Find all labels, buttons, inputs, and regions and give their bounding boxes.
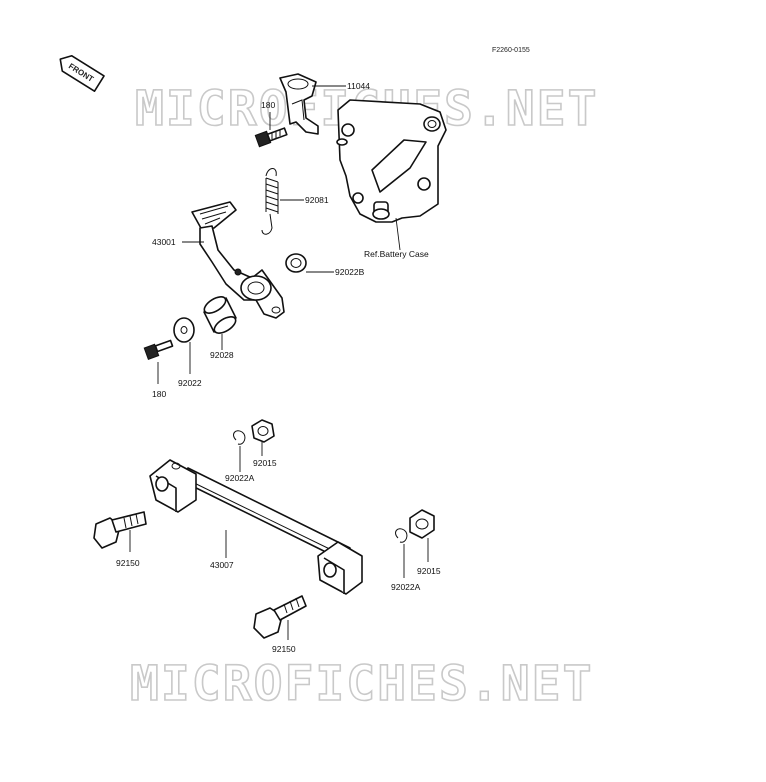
nut-92015-top [251, 419, 275, 443]
bracket-11044 [279, 73, 319, 135]
callout-92015-right: 92015 [417, 566, 441, 576]
callout-92022a-right: 92022A [391, 582, 421, 592]
bolt-180-bottom [143, 339, 174, 360]
watermark-bottom: MICROFICHES.NET [130, 656, 593, 712]
bolt-92150-bottom [253, 595, 307, 639]
callout-92150-bottom: 92150 [272, 644, 296, 654]
callout-180-bottom: 180 [152, 389, 166, 399]
callout-11044: 11044 [347, 81, 370, 91]
callout-92015-top: 92015 [253, 458, 277, 468]
rod-43007 [149, 459, 363, 595]
callout-92022b: 92022B [335, 267, 365, 277]
circlip-92022a-top [233, 430, 246, 445]
collar-92028 [203, 296, 237, 334]
washer-92022 [173, 317, 195, 343]
bolt-92150-left [93, 511, 147, 549]
callout-43001: 43001 [152, 237, 176, 247]
callout-92022: 92022 [178, 378, 202, 388]
brake-pedal-43001 [191, 201, 285, 319]
spring-92081 [261, 168, 279, 235]
callout-92022a-top: 92022A [225, 473, 255, 483]
callout-43007: 43007 [210, 560, 234, 570]
diagram-code: F2260-0155 [492, 47, 530, 54]
washer-92022b [285, 253, 307, 273]
battery-case-bracket [336, 99, 447, 223]
front-arrow-icon: FRONT [59, 54, 105, 92]
callout-92150-left: 92150 [116, 558, 140, 568]
bolt-180-top [254, 127, 288, 148]
circlip-92022a-right [395, 528, 408, 543]
callout-ref-battery-case: Ref.Battery Case [364, 249, 429, 259]
nut-92015-right [409, 509, 435, 539]
callout-180-top: 180 [261, 100, 275, 110]
callout-92081: 92081 [305, 195, 329, 205]
callout-92028: 92028 [210, 350, 234, 360]
